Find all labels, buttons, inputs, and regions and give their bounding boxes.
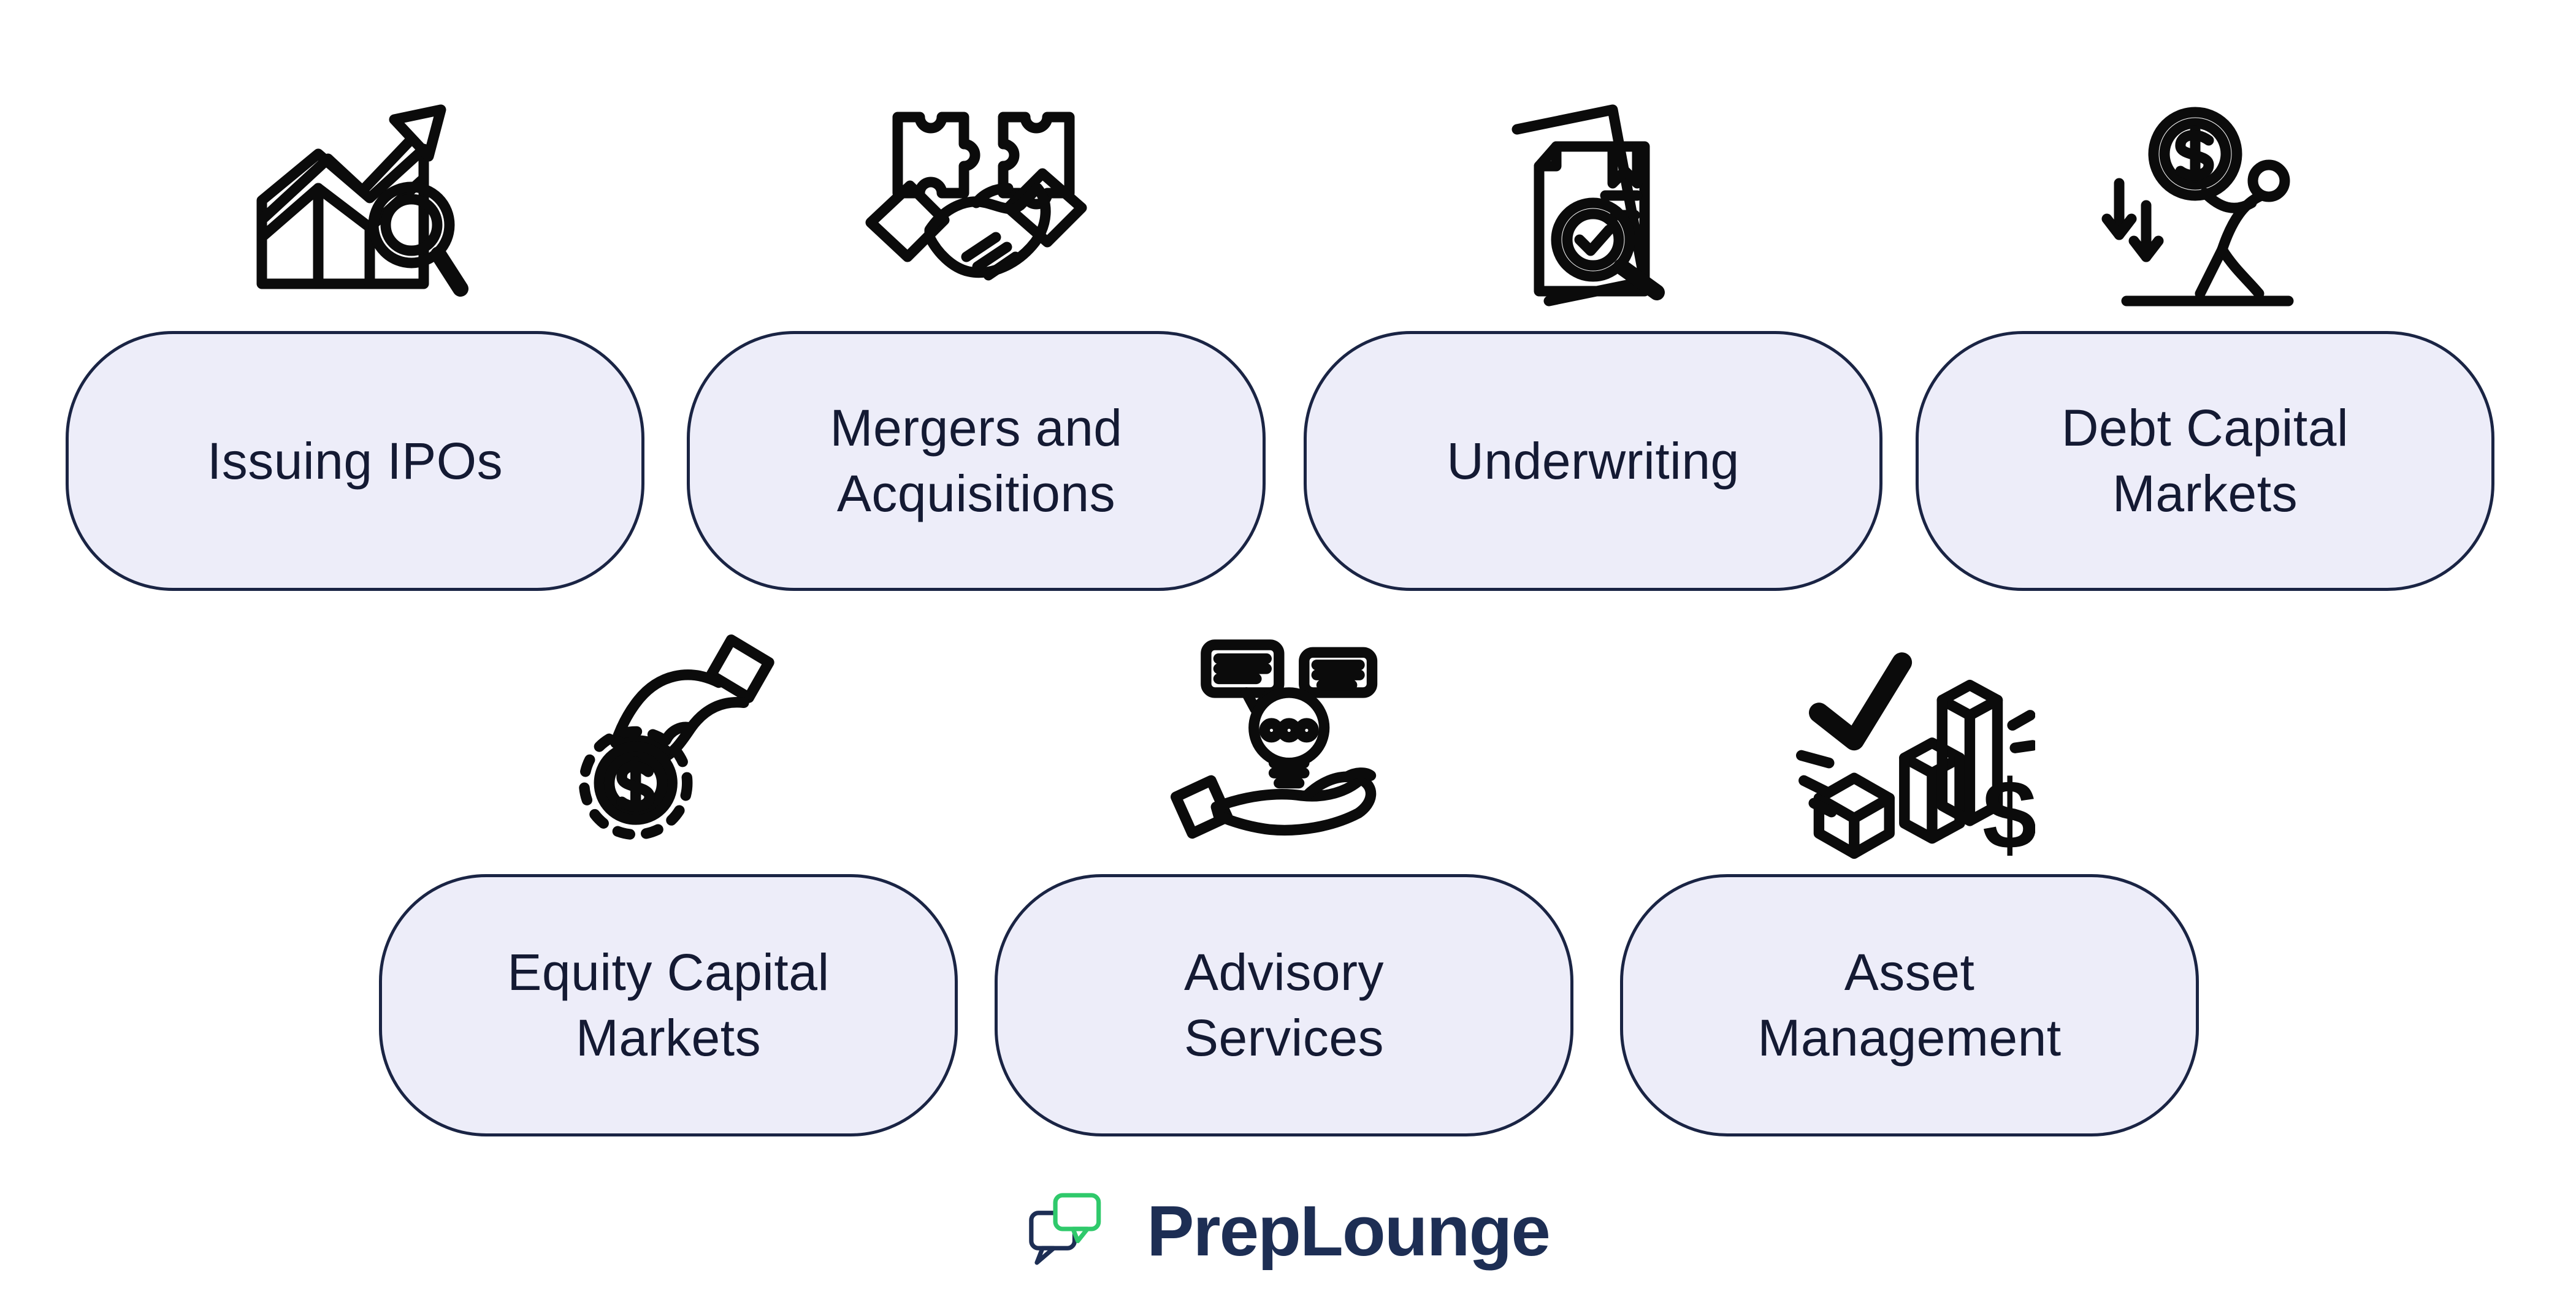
icon-slot xyxy=(543,616,794,874)
person-carrying-coin-icon xyxy=(2101,107,2294,306)
chart-magnifier-icon xyxy=(256,104,468,297)
chat-bubbles-logo-icon xyxy=(1029,1193,1101,1265)
pill-mergers-and-acquisitions: Mergers and Acquisitions xyxy=(687,331,1266,591)
pill-label: Debt Capital Markets xyxy=(2061,399,2349,522)
pill-label: Asset Management xyxy=(1757,943,2062,1067)
pill-label: Equity Capital Markets xyxy=(507,943,830,1067)
service-debt-capital-markets: Debt Capital Markets xyxy=(1916,64,2494,591)
service-mergers-and-acquisitions: Mergers and Acquisitions xyxy=(687,64,1266,591)
icon-slot xyxy=(232,64,478,331)
dollar-glyph: $ xyxy=(1982,759,2035,869)
pill-asset-management: Asset Management xyxy=(1620,874,2199,1136)
hand-holding-coin-icon xyxy=(578,634,774,840)
icon-slot: $ xyxy=(1784,616,2035,874)
icon-slot xyxy=(1470,64,1716,331)
pill-equity-capital-markets: Equity Capital Markets xyxy=(379,874,958,1136)
service-asset-management: $ Asset Management xyxy=(1620,616,2199,1136)
pill-label: Mergers and Acquisitions xyxy=(830,399,1123,522)
brand-wordmark: PrepLounge xyxy=(1147,1190,1551,1271)
icon-slot xyxy=(854,64,1099,331)
pill-advisory-services: Advisory Services xyxy=(995,874,1573,1136)
preplounge-logo: PrepLounge xyxy=(0,1190,2576,1271)
icon-slot xyxy=(2082,64,2328,331)
pill-issuing-ipos: Issuing IPOs xyxy=(66,331,644,591)
pill-underwriting: Underwriting xyxy=(1304,331,1882,591)
icon-slot xyxy=(1158,616,1410,874)
document-check-magnifier-icon xyxy=(1512,104,1665,306)
service-issuing-ipos: Issuing IPOs xyxy=(66,64,644,591)
check-cubes-dollar-icon: $ xyxy=(1795,652,2035,869)
service-advisory-services: Advisory Services xyxy=(995,616,1573,1136)
pill-label: Underwriting xyxy=(1447,432,1740,490)
service-underwriting: Underwriting xyxy=(1304,64,1882,591)
service-equity-capital-markets: Equity Capital Markets xyxy=(379,616,958,1136)
hand-lightbulb-icon xyxy=(1170,639,1378,839)
puzzle-handshake-icon xyxy=(865,112,1087,280)
pill-label: Advisory Services xyxy=(1183,943,1385,1067)
pill-label: Issuing IPOs xyxy=(207,432,503,490)
pill-debt-capital-markets: Debt Capital Markets xyxy=(1916,331,2494,591)
